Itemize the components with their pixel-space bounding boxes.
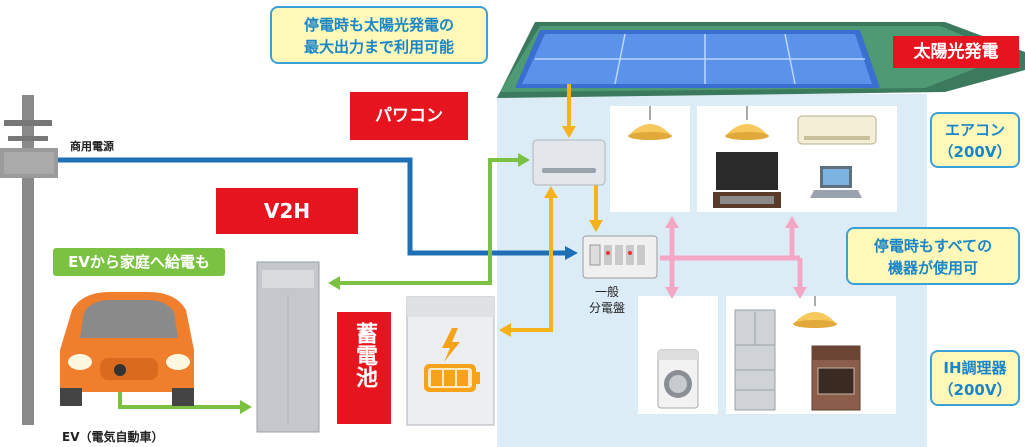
ceiling-lamp-icon (725, 106, 769, 140)
powercon-tag-label: パワコン (375, 106, 443, 126)
v2h-to-pcs-arrowhead (518, 153, 530, 167)
solar-outage-line1: 停電時も太陽光発電の (303, 16, 454, 34)
solar-outage-line2: 最大出力まで利用可能 (303, 38, 454, 56)
pcs-to-battery-arrowhead (499, 323, 511, 337)
aircon-line1: エアコン (944, 121, 1005, 139)
solar-tag: 太陽光発電 (893, 36, 1019, 68)
washing-machine-icon (657, 349, 699, 409)
ceiling-lamp-icon (793, 296, 837, 328)
all-devices-line2: 機器が使用可 (887, 259, 978, 277)
solar-flow-lines (510, 84, 598, 332)
aircon-line2: （200V） (938, 143, 1012, 161)
v2h-tag-label: V2H (263, 199, 311, 223)
pcs-to-v2h-arrowhead (328, 276, 340, 290)
ev-label: EV（電気自動車） (62, 430, 164, 444)
lightning-icon (442, 328, 460, 362)
ev-to-v2h-arrowhead (240, 400, 252, 414)
distribution-board-label-line2: 分電盤 (588, 301, 625, 315)
powercon-tag: パワコン (350, 92, 468, 140)
room-top-left (610, 106, 690, 212)
solar-outage-callout: 停電時も太陽光発電の 最大出力まで利用可能 (270, 6, 488, 64)
battery-to-pcs-arrowhead (544, 186, 558, 198)
battery-tag-label: 蓄電池 (352, 322, 377, 388)
solar-panel (515, 30, 880, 88)
power-conditioner (532, 139, 606, 186)
ih-callout: IH調理器 （200V） (930, 350, 1020, 406)
all-devices-callout: 停電時もすべての 機器が使用可 (846, 227, 1020, 285)
v2h-tag: V2H (216, 188, 358, 234)
ceiling-lamp-icon (628, 106, 672, 140)
pcs-to-board-arrowhead (589, 220, 603, 232)
battery-tag: 蓄電池 (337, 312, 391, 424)
ev-supply-tag: EVから家庭へ給電も (53, 248, 225, 276)
distribution-lines (660, 225, 803, 290)
refrigerator-icon (734, 309, 776, 411)
ih-line1: IH調理器 (943, 359, 1007, 377)
solar-arrowhead (562, 126, 576, 138)
ev-car (60, 292, 194, 406)
solar-tag-label: 太陽光発電 (913, 42, 999, 62)
aircon-callout: エアコン （200V） (930, 112, 1020, 168)
commercial-power-label: 商用電源 (70, 140, 114, 153)
ih-range-icon (811, 345, 861, 411)
air-conditioner-icon (797, 115, 877, 145)
commercial-power-line (58, 157, 565, 256)
distribution-board-label-line1: 一般 (594, 285, 619, 299)
distribution-board-label: 一般 分電盤 (582, 284, 632, 316)
battery-unit (406, 296, 495, 426)
ev-supply-tag-label: EVから家庭へ給電も (68, 253, 210, 271)
laptop-icon (810, 166, 862, 198)
all-devices-line1: 停電時もすべての (873, 237, 993, 255)
commercial-power-arrowhead (565, 246, 578, 260)
v2h-unit (256, 261, 320, 433)
utility-pole (0, 95, 58, 425)
television-icon (713, 152, 781, 208)
ih-line2: （200V） (938, 381, 1012, 399)
distribution-board (582, 235, 658, 279)
